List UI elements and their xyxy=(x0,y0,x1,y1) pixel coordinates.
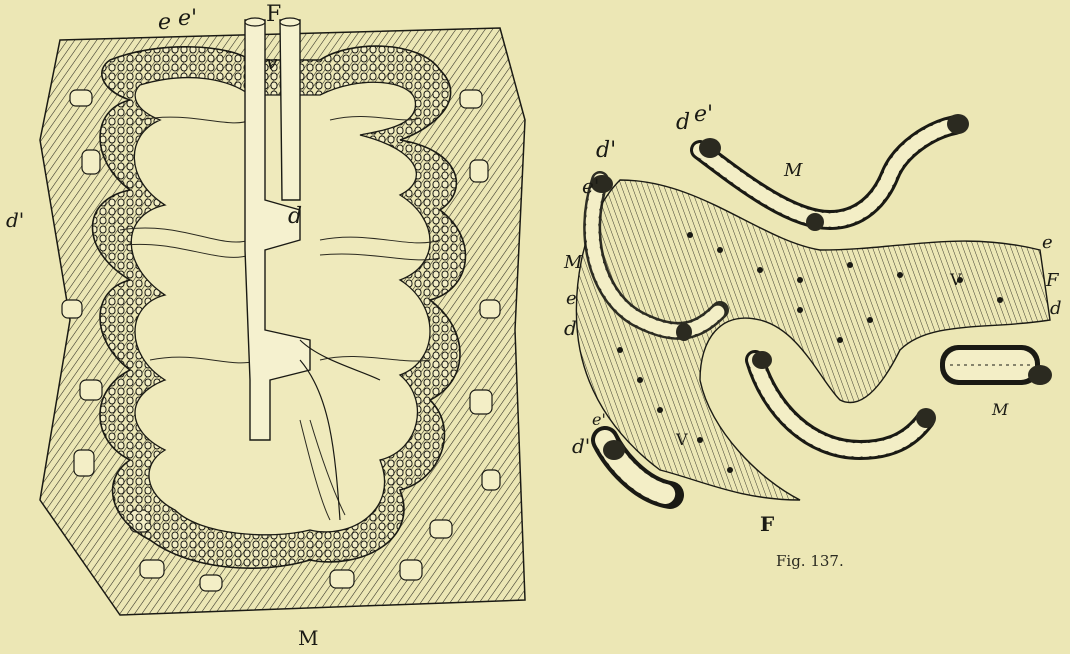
label-M-top-right-figure: M xyxy=(784,162,802,180)
label-d-prime-bottom-right-figure: d' xyxy=(572,436,590,456)
label-v-left-figure: v xyxy=(266,52,277,72)
label-e-left-figure: e xyxy=(158,12,171,34)
label-d-prime-left-figure: d' xyxy=(6,210,24,230)
label-d-left-right-figure: d xyxy=(564,318,577,338)
label-e-right-right-figure: e xyxy=(1042,234,1053,252)
label-d-left-figure: d xyxy=(288,206,302,228)
label-d-right-right-figure: d xyxy=(1050,300,1062,318)
label-F-right-right-figure: F xyxy=(1046,272,1059,290)
label-V-right-figure: V xyxy=(950,272,962,288)
label-d-top-right-figure: d xyxy=(676,112,690,134)
label-e-left-right-figure: e xyxy=(566,290,577,308)
label-F-bottom-right-figure: F xyxy=(760,514,774,534)
label-e-prime-left-figure: e' xyxy=(178,8,197,30)
label-e-prime-bottom-right-figure: e' xyxy=(592,412,606,428)
label-e-prime-left-right-figure: e' xyxy=(582,176,599,196)
label-M-left-right-figure: M xyxy=(564,254,582,272)
left-figure-section xyxy=(40,18,525,615)
label-F-left-figure: F xyxy=(266,4,281,26)
figure-caption: Fig. 137. xyxy=(776,552,844,570)
label-e-prime-top-right-figure: e' xyxy=(694,104,713,126)
label-V-bottom-right-figure: V xyxy=(676,432,688,448)
label-M-lower-right-right-figure: M xyxy=(992,402,1008,418)
right-figure-section xyxy=(576,114,1052,500)
label-M-left-figure: M xyxy=(298,628,318,648)
label-d-prime-top-right-figure: d' xyxy=(596,140,616,162)
